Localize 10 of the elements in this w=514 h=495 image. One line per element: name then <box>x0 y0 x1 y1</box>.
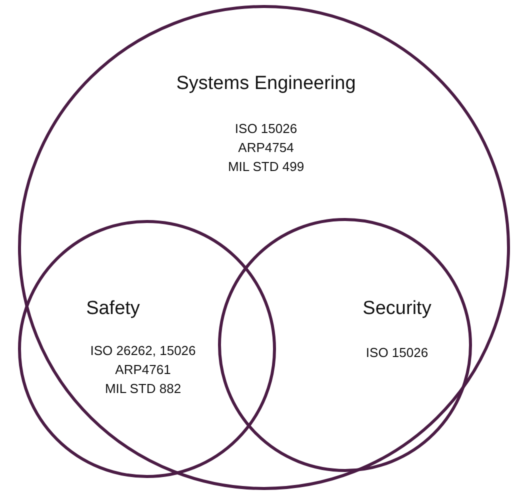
standard-name: ISO 15026 <box>234 121 298 137</box>
standard-name: ISO 15026 <box>366 345 428 361</box>
set-heading: Safety <box>86 298 140 321</box>
set-heading: Security <box>362 298 432 321</box>
standard-name: ISO 26262, 15026 <box>90 343 196 359</box>
standard-name: MIL STD 499 <box>228 159 304 175</box>
standard-name: ARP4754 <box>238 140 294 156</box>
standard-name: ARP4761 <box>115 362 171 378</box>
standard-name: MIL STD 882 <box>104 381 182 397</box>
set-heading: Systems Engineering <box>176 73 356 96</box>
